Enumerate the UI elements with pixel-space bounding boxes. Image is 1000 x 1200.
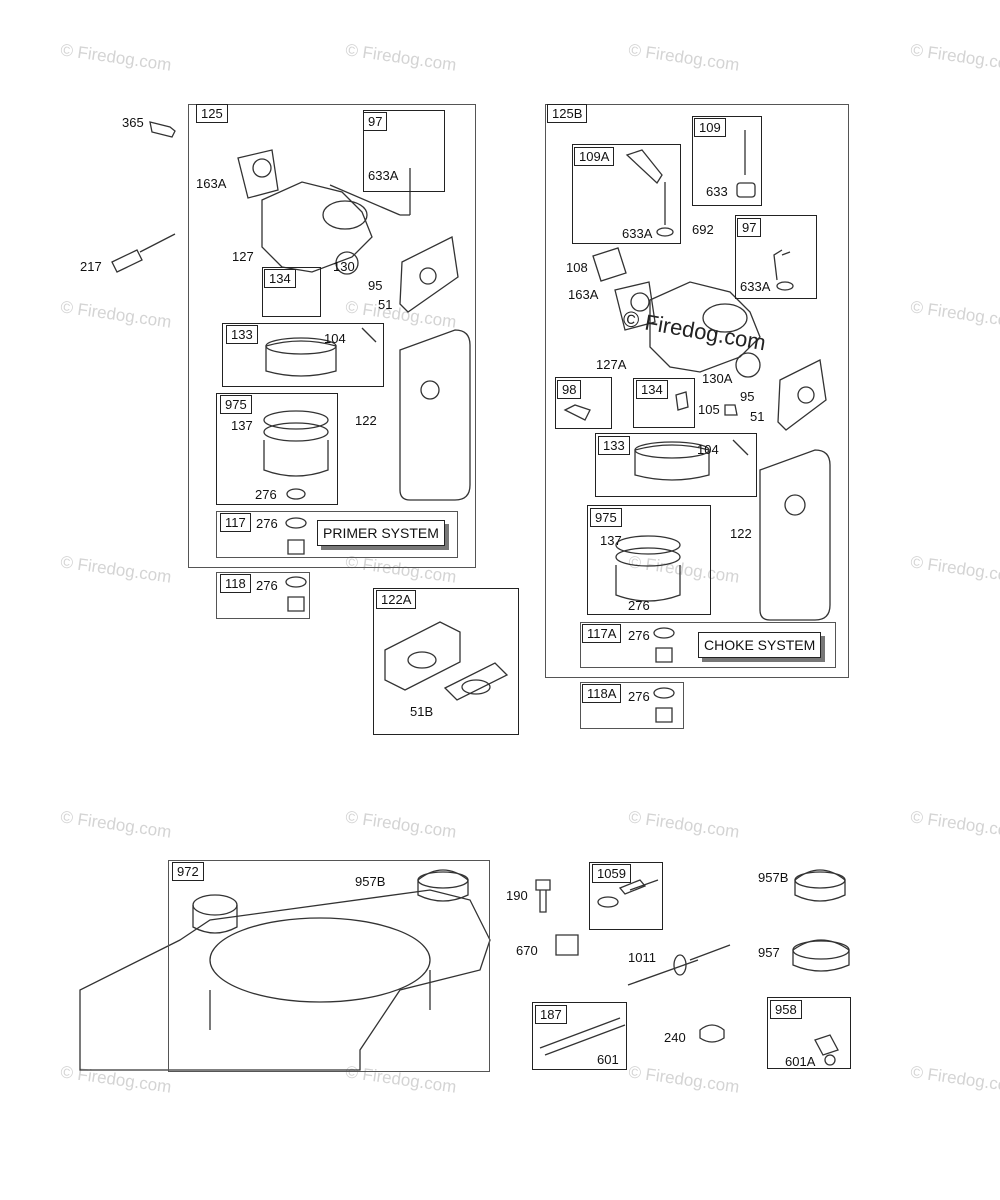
part-label: 217 xyxy=(80,259,102,274)
part-label: 633A xyxy=(622,226,653,241)
part-box-109[interactable]: 109 xyxy=(694,118,726,137)
primer-117-frame xyxy=(216,511,458,558)
choke-117A-frame xyxy=(580,622,836,668)
part-label: 51B xyxy=(410,704,434,719)
part-box-134[interactable]: 134 xyxy=(636,380,668,399)
part-label: 130A xyxy=(702,371,733,386)
part-label: 130 xyxy=(333,259,355,274)
choke-133-frame xyxy=(595,433,757,497)
part-box-118[interactable]: 118 xyxy=(220,574,251,593)
part-label: 276 xyxy=(628,689,650,704)
part-box-975[interactable]: 975 xyxy=(590,508,622,527)
part-label: 670 xyxy=(516,943,538,958)
part-box-109A[interactable]: 109A xyxy=(574,147,615,166)
fuel-958-frame xyxy=(767,997,851,1069)
part-label: 633 xyxy=(706,184,728,199)
gasket-drawing xyxy=(237,149,279,199)
part-label: 95 xyxy=(740,389,755,404)
part-label: 240 xyxy=(664,1030,686,1045)
part-label: 163A xyxy=(196,176,227,191)
primer-975-frame xyxy=(216,393,338,505)
primer-118-frame xyxy=(216,572,310,619)
part-label: 190 xyxy=(506,888,528,903)
part-label: 957 xyxy=(758,945,780,960)
part-label: 633A xyxy=(368,168,399,183)
part-box-133[interactable]: 133 xyxy=(226,325,258,344)
fuel-187-frame xyxy=(532,1002,627,1070)
choke-109-frame xyxy=(692,116,762,206)
choke-97-frame xyxy=(735,215,817,299)
part-label: 104 xyxy=(324,331,346,346)
part-label: 601A xyxy=(785,1054,816,1069)
carburetor-body-drawing xyxy=(261,181,373,273)
part-box-98[interactable]: 98 xyxy=(557,380,582,399)
choke-134-frame xyxy=(633,378,695,428)
primer-kit-box[interactable]: 125 xyxy=(196,104,228,123)
part-label: 51 xyxy=(378,297,393,312)
part-label: 633A xyxy=(740,279,771,294)
part-box-117A[interactable]: 117A xyxy=(582,624,622,643)
part-label: 276 xyxy=(628,598,650,613)
part-label: 365 xyxy=(122,115,144,130)
part-label: 137 xyxy=(231,418,253,433)
part-box-134[interactable]: 134 xyxy=(264,269,296,288)
part-box-958[interactable]: 958 xyxy=(770,1000,802,1019)
choke-system-label[interactable]: CHOKE SYSTEM xyxy=(698,632,822,658)
part-box-972[interactable]: 972 xyxy=(172,862,204,881)
part-label: 601 xyxy=(597,1052,619,1067)
choke-975-frame xyxy=(587,505,711,615)
part-box-975[interactable]: 975 xyxy=(220,395,252,414)
part-label: 127A xyxy=(596,357,627,372)
part-label: 276 xyxy=(256,578,278,593)
fuel-1059-frame xyxy=(589,862,663,930)
part-label: 276 xyxy=(628,628,650,643)
part-box-118A[interactable]: 118A xyxy=(582,684,622,703)
part-label: 122 xyxy=(355,413,377,428)
part-box-1059[interactable]: 1059 xyxy=(592,864,631,883)
part-label: 104 xyxy=(697,442,719,457)
part-label: 105 xyxy=(698,402,720,417)
gasket-kit-frame xyxy=(373,588,519,735)
primer-134-frame xyxy=(262,267,321,317)
part-label: 127 xyxy=(232,249,254,264)
choke-98-frame xyxy=(555,377,612,429)
part-label: 51 xyxy=(750,409,765,424)
part-label: 276 xyxy=(255,487,277,502)
part-label: 95 xyxy=(368,278,383,293)
part-label: 1011 xyxy=(628,950,656,965)
part-box-187[interactable]: 187 xyxy=(535,1005,567,1024)
primer-133-frame xyxy=(222,323,384,387)
choke-kit-frame xyxy=(545,104,849,678)
fuel-tank-frame xyxy=(168,860,490,1072)
part-box-97[interactable]: 97 xyxy=(737,218,762,237)
part-label: 137 xyxy=(600,533,622,548)
part-label: 108 xyxy=(566,260,588,275)
part-label: 692 xyxy=(692,222,714,237)
part-label: 163A xyxy=(568,287,599,302)
primer-97-frame xyxy=(363,110,445,192)
part-label: 957B xyxy=(758,870,789,885)
choke-118A-frame xyxy=(580,682,684,729)
part-box-122A[interactable]: 122A xyxy=(376,590,417,609)
part-label: 122 xyxy=(730,526,752,541)
choke-kit-box[interactable]: 125B xyxy=(547,104,588,123)
primer-system-label[interactable]: PRIMER SYSTEM xyxy=(317,520,445,546)
fuel-tank-drawing xyxy=(79,889,491,1071)
part-label: 957B xyxy=(355,874,386,889)
choke-109A-frame xyxy=(572,144,681,244)
primer-kit-frame xyxy=(188,104,476,568)
part-label: 276 xyxy=(256,516,278,531)
part-box-97[interactable]: 97 xyxy=(363,112,388,131)
part-box-117[interactable]: 117 xyxy=(220,513,251,532)
part-box-133[interactable]: 133 xyxy=(598,436,630,455)
